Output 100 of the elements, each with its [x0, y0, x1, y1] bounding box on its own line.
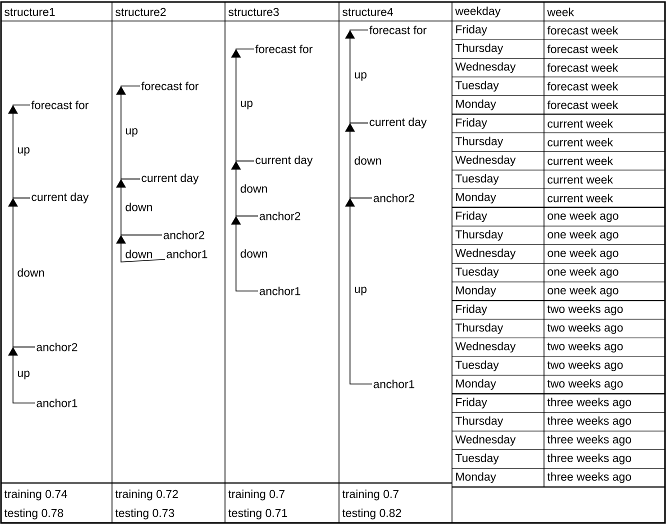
- table-cell-text: Thursday: [455, 416, 504, 428]
- table-cell-text: Wednesday: [455, 62, 516, 73]
- arrow: [230, 216, 258, 292]
- table-cell-text: Monday: [456, 286, 496, 297]
- table-cell-text: one week ago: [548, 248, 618, 260]
- table-cell-text: three weeks ago: [547, 398, 632, 408]
- node-label: current day: [256, 156, 313, 166]
- table-cell-text: Wednesday: [455, 435, 516, 446]
- table-cell-text: Friday: [456, 304, 488, 316]
- table-cell-text: current week: [548, 156, 614, 165]
- table-cell-text: Tuesday: [455, 174, 499, 185]
- table-cell-text: Thursday: [455, 323, 504, 334]
- table-cell-text: current week: [548, 194, 614, 202]
- node-label: forecast for: [369, 26, 427, 34]
- edge-label: up: [354, 72, 366, 81]
- table-cell-text: two weeks ago: [547, 304, 623, 316]
- arrow: [344, 122, 372, 198]
- table-cell-text: Monday: [456, 192, 496, 204]
- arrow: [230, 160, 258, 216]
- table-cell-text: Monday: [456, 472, 496, 484]
- arrow: [116, 86, 140, 180]
- score-text: testing 0.78: [4, 508, 64, 520]
- score-text: testing 0.73: [115, 508, 174, 520]
- edge-label: down: [18, 268, 44, 277]
- edge-label: up: [18, 370, 30, 380]
- table-cell-text: Friday: [456, 24, 488, 36]
- table-cell-text: Monday: [456, 100, 496, 110]
- edge-label: up: [18, 147, 30, 156]
- node-label: anchor1: [260, 286, 300, 296]
- arrow: [8, 198, 36, 348]
- table-cell-text: Wednesday: [455, 248, 516, 260]
- table-cell-text: Thursday: [455, 230, 504, 241]
- arrow: [344, 30, 368, 124]
- edge-label: up: [126, 128, 138, 137]
- table-cell-text: two weeks ago: [547, 323, 623, 334]
- table-cell-text: Thursday: [455, 136, 504, 148]
- node-label: anchor1: [36, 398, 78, 408]
- edge-label: down: [126, 250, 152, 258]
- score-text: testing 0.82: [342, 508, 402, 520]
- table-cell-text: Thursday: [455, 44, 504, 54]
- score-text: testing 0.71: [228, 508, 288, 520]
- table-cell-text: forecast week: [547, 82, 618, 90]
- edge-label: up: [354, 286, 366, 296]
- table-cell-text: two weeks ago: [547, 342, 623, 353]
- edge-label: down: [240, 184, 267, 193]
- table-cell-text: Wednesday: [455, 342, 516, 353]
- column-header: structure2: [116, 8, 166, 16]
- node-label: anchor1: [374, 380, 414, 388]
- table-cell-text: Friday: [456, 398, 488, 408]
- table-cell-text: three weeks ago: [547, 472, 632, 484]
- table-cell-text: Tuesday: [455, 360, 499, 372]
- column-header: weekday: [455, 6, 501, 18]
- table-cell-text: one week ago: [548, 230, 618, 241]
- arrow: [8, 104, 30, 198]
- node-label: current day: [370, 118, 427, 128]
- column-header: week: [547, 8, 574, 16]
- edge-label: down: [126, 202, 152, 212]
- table-cell-text: current week: [548, 175, 614, 184]
- node-label: anchor2: [260, 212, 300, 220]
- node-label: current day: [142, 174, 199, 184]
- arrow: [8, 346, 36, 404]
- column-header: structure4: [342, 8, 393, 16]
- score-text: training 0.7: [228, 490, 284, 500]
- table-cell-text: forecast week: [547, 63, 618, 72]
- table-cell-text: Tuesday: [455, 80, 499, 92]
- table-cell-text: two weeks ago: [547, 360, 623, 372]
- node-label: anchor1: [166, 250, 208, 258]
- table-cell-text: forecast week: [547, 100, 618, 110]
- node-label: anchor2: [36, 342, 78, 352]
- edge-label: up: [240, 100, 252, 110]
- table-cell-text: one week ago: [548, 286, 618, 297]
- table-cell-text: three weeks ago: [547, 416, 632, 428]
- table-cell-text: two weeks ago: [547, 379, 623, 390]
- edge-label: down: [240, 249, 267, 258]
- arrow: [230, 48, 254, 162]
- arrow: [116, 178, 162, 236]
- table-cell-text: Friday: [456, 118, 488, 129]
- score-text: training 0.7: [342, 490, 398, 500]
- node-label: anchor2: [164, 230, 204, 240]
- table-cell-text: current week: [548, 138, 614, 146]
- node-label: forecast for: [255, 44, 313, 54]
- column-header: structure1: [4, 8, 55, 16]
- table-cell-text: one week ago: [548, 267, 618, 278]
- table-cell-text: Wednesday: [455, 155, 516, 166]
- arrow: [116, 234, 166, 262]
- table-cell-text: current week: [548, 119, 614, 128]
- score-text: training 0.74: [4, 490, 68, 500]
- arrow: [344, 198, 372, 384]
- node-label: forecast for: [31, 100, 89, 110]
- table-cell-text: Tuesday: [455, 267, 499, 278]
- table-cell-text: forecast week: [547, 26, 618, 35]
- table-cell-text: forecast week: [547, 44, 618, 54]
- node-label: anchor2: [374, 194, 414, 202]
- node-label: current day: [32, 192, 89, 204]
- column-header: structure3: [228, 8, 279, 16]
- edge-label: down: [354, 156, 381, 165]
- table-cell-text: Tuesday: [455, 454, 499, 464]
- table-cell-text: Friday: [456, 211, 488, 222]
- table-cell-text: three weeks ago: [547, 435, 632, 446]
- table-cell-text: one week ago: [548, 211, 618, 222]
